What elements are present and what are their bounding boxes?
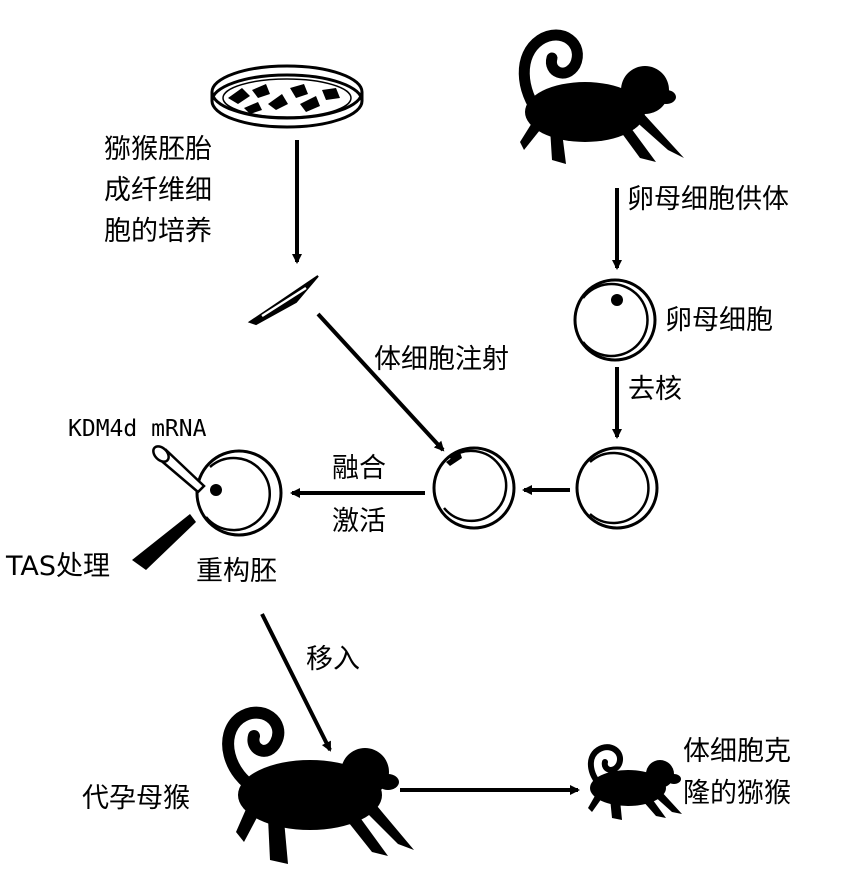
label-cloned-monkey-2: 隆的猕猴	[683, 778, 791, 809]
label-somatic-cell-injection: 体细胞注射	[374, 344, 509, 375]
label-cloned-monkey-1: 体细胞克	[683, 736, 791, 767]
label-oocyte: 卵母细胞	[665, 305, 773, 336]
oocyte-icon	[573, 278, 657, 362]
label-surrogate-mother: 代孕母猴	[82, 783, 190, 814]
monkey-donor-icon	[518, 29, 684, 164]
injection-pipette-icon	[152, 445, 206, 494]
petri-dish-icon	[210, 64, 364, 129]
label-oocyte-donor: 卵母细胞供体	[627, 184, 789, 215]
label-fibroblast-culture-1: 猕猴胚胎	[104, 134, 212, 165]
arrow-somatic-injection	[316, 312, 445, 452]
injected-oocyte-icon	[432, 446, 516, 530]
label-activation: 激活	[332, 506, 386, 537]
reconstructed-embryo-icon	[195, 449, 283, 537]
label-kdm4d-mrna: KDM4d mRNA	[68, 416, 207, 442]
label-fibroblast-culture-2: 成纤维细	[104, 175, 212, 206]
enucleated-oocyte-icon	[575, 446, 659, 530]
label-transfer: 移入	[306, 644, 360, 675]
label-reconstructed-embryo: 重构胚	[196, 556, 277, 587]
cloned-monkey-icon	[587, 744, 682, 820]
surrogate-monkey-icon	[222, 706, 414, 864]
label-fusion: 融合	[332, 453, 386, 484]
label-fibroblast-culture-3: 胞的培养	[104, 216, 212, 247]
tas-wedge-icon	[132, 514, 196, 570]
fibroblast-cell-icon	[247, 275, 319, 326]
arrow-transfer	[260, 613, 332, 752]
label-tas-treatment: TAS处理	[6, 551, 111, 582]
label-enucleation: 去核	[628, 374, 682, 405]
